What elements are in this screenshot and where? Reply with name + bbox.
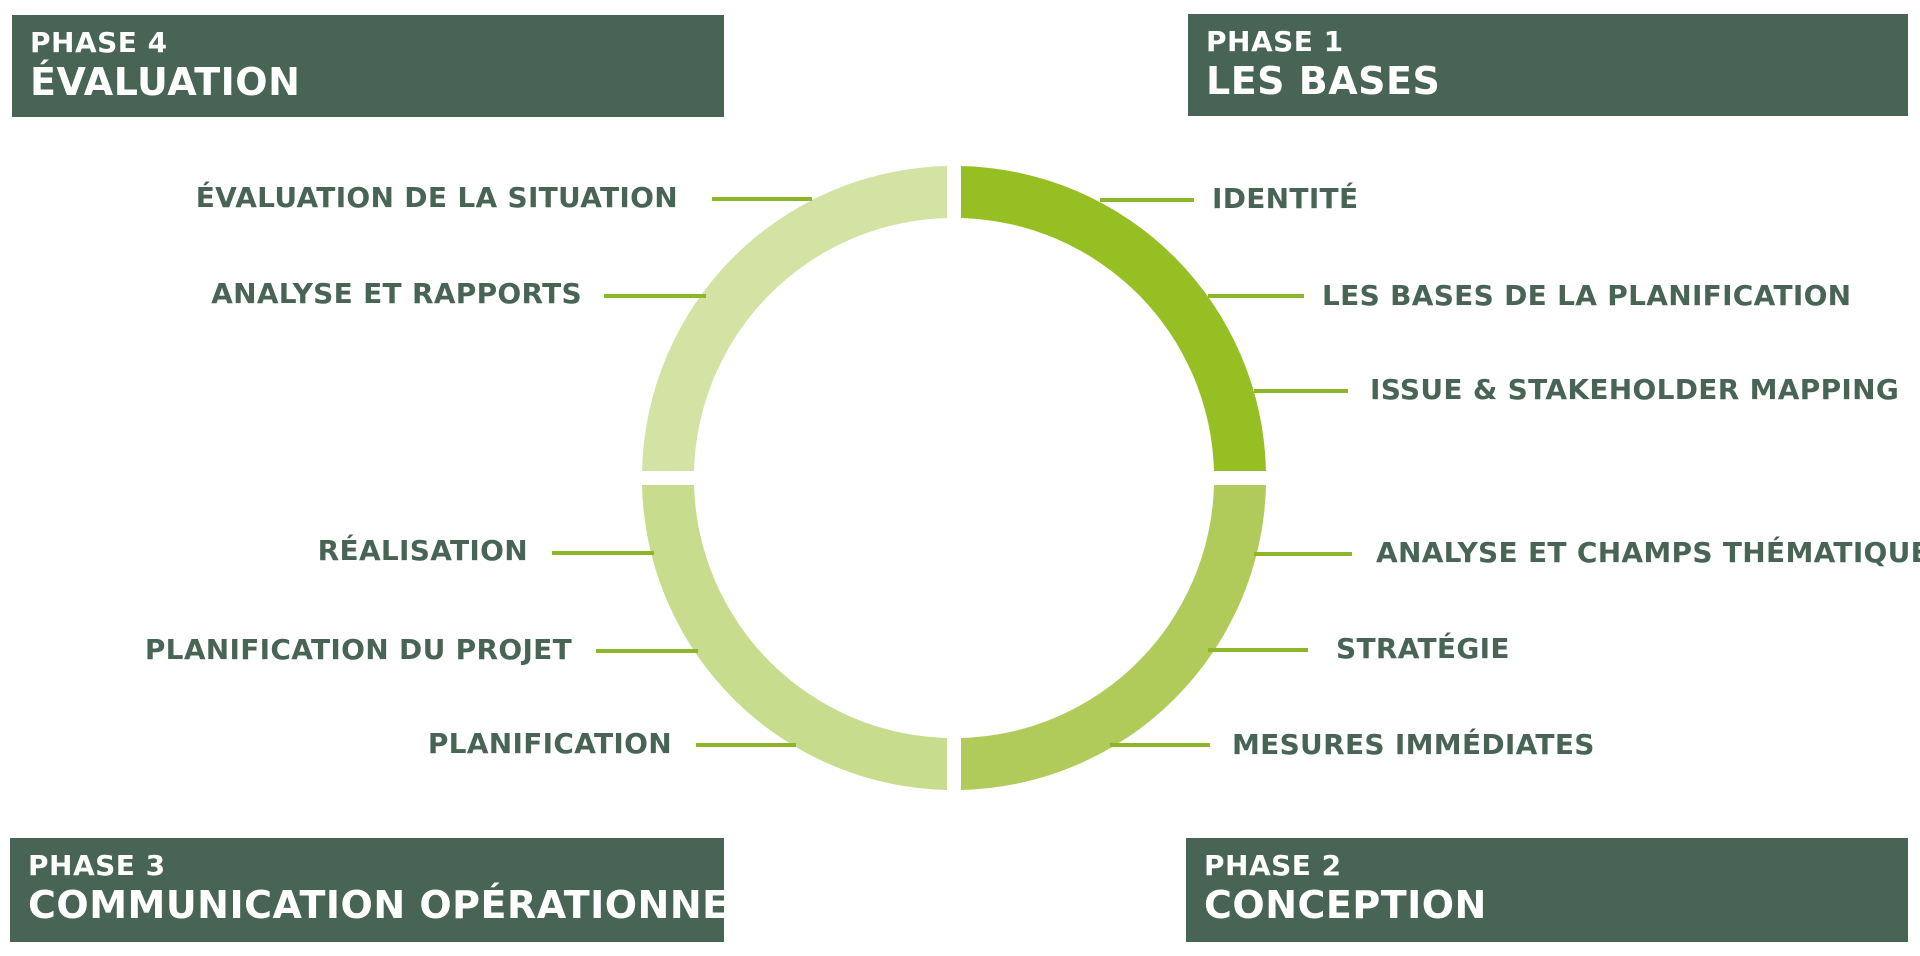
phase4-header: PHASE 4 ÉVALUATION (12, 15, 724, 117)
step-label-issue-stakeholder: ISSUE & STAKEHOLDER MAPPING (1370, 373, 1900, 406)
phase4-name: ÉVALUATION (30, 60, 301, 104)
segment-phase1 (961, 166, 1266, 471)
step-label-identite: IDENTITÉ (1212, 182, 1359, 215)
phase3-number: PHASE 3 (28, 849, 166, 882)
step-label-planification: PLANIFICATION (427, 727, 672, 760)
phase2-header: PHASE 2 CONCEPTION (1186, 838, 1908, 942)
step-label-evaluation-situation: ÉVALUATION DE LA SITUATION (195, 181, 678, 214)
step-label-analyse-champs: ANALYSE ET CHAMPS THÉMATIQUES (1376, 536, 1920, 569)
phase2-number: PHASE 2 (1204, 849, 1342, 882)
phase2-name: CONCEPTION (1204, 883, 1487, 927)
phase1-header: PHASE 1 LES BASES (1188, 14, 1908, 116)
segment-phase4 (642, 166, 947, 471)
step-label-mesures: MESURES IMMÉDIATES (1232, 728, 1595, 761)
phase3-header: PHASE 3 COMMUNICATION OPÉRATIONNELLE (10, 838, 805, 942)
step-label-realisation: RÉALISATION (317, 534, 528, 567)
step-label-analyse-rapports: ANALYSE ET RAPPORTS (211, 277, 582, 310)
segment-phase3 (642, 485, 947, 790)
phase1-number: PHASE 1 (1206, 25, 1344, 58)
phase1-name: LES BASES (1206, 59, 1441, 103)
step-label-strategie: STRATÉGIE (1336, 632, 1510, 665)
step-label-bases-planification: LES BASES DE LA PLANIFICATION (1322, 279, 1852, 312)
phase4-number: PHASE 4 (30, 26, 168, 59)
step-label-planification-projet: PLANIFICATION DU PROJET (144, 633, 572, 666)
segment-phase2 (961, 485, 1266, 790)
phase3-name: COMMUNICATION OPÉRATIONNELLE (28, 883, 805, 927)
